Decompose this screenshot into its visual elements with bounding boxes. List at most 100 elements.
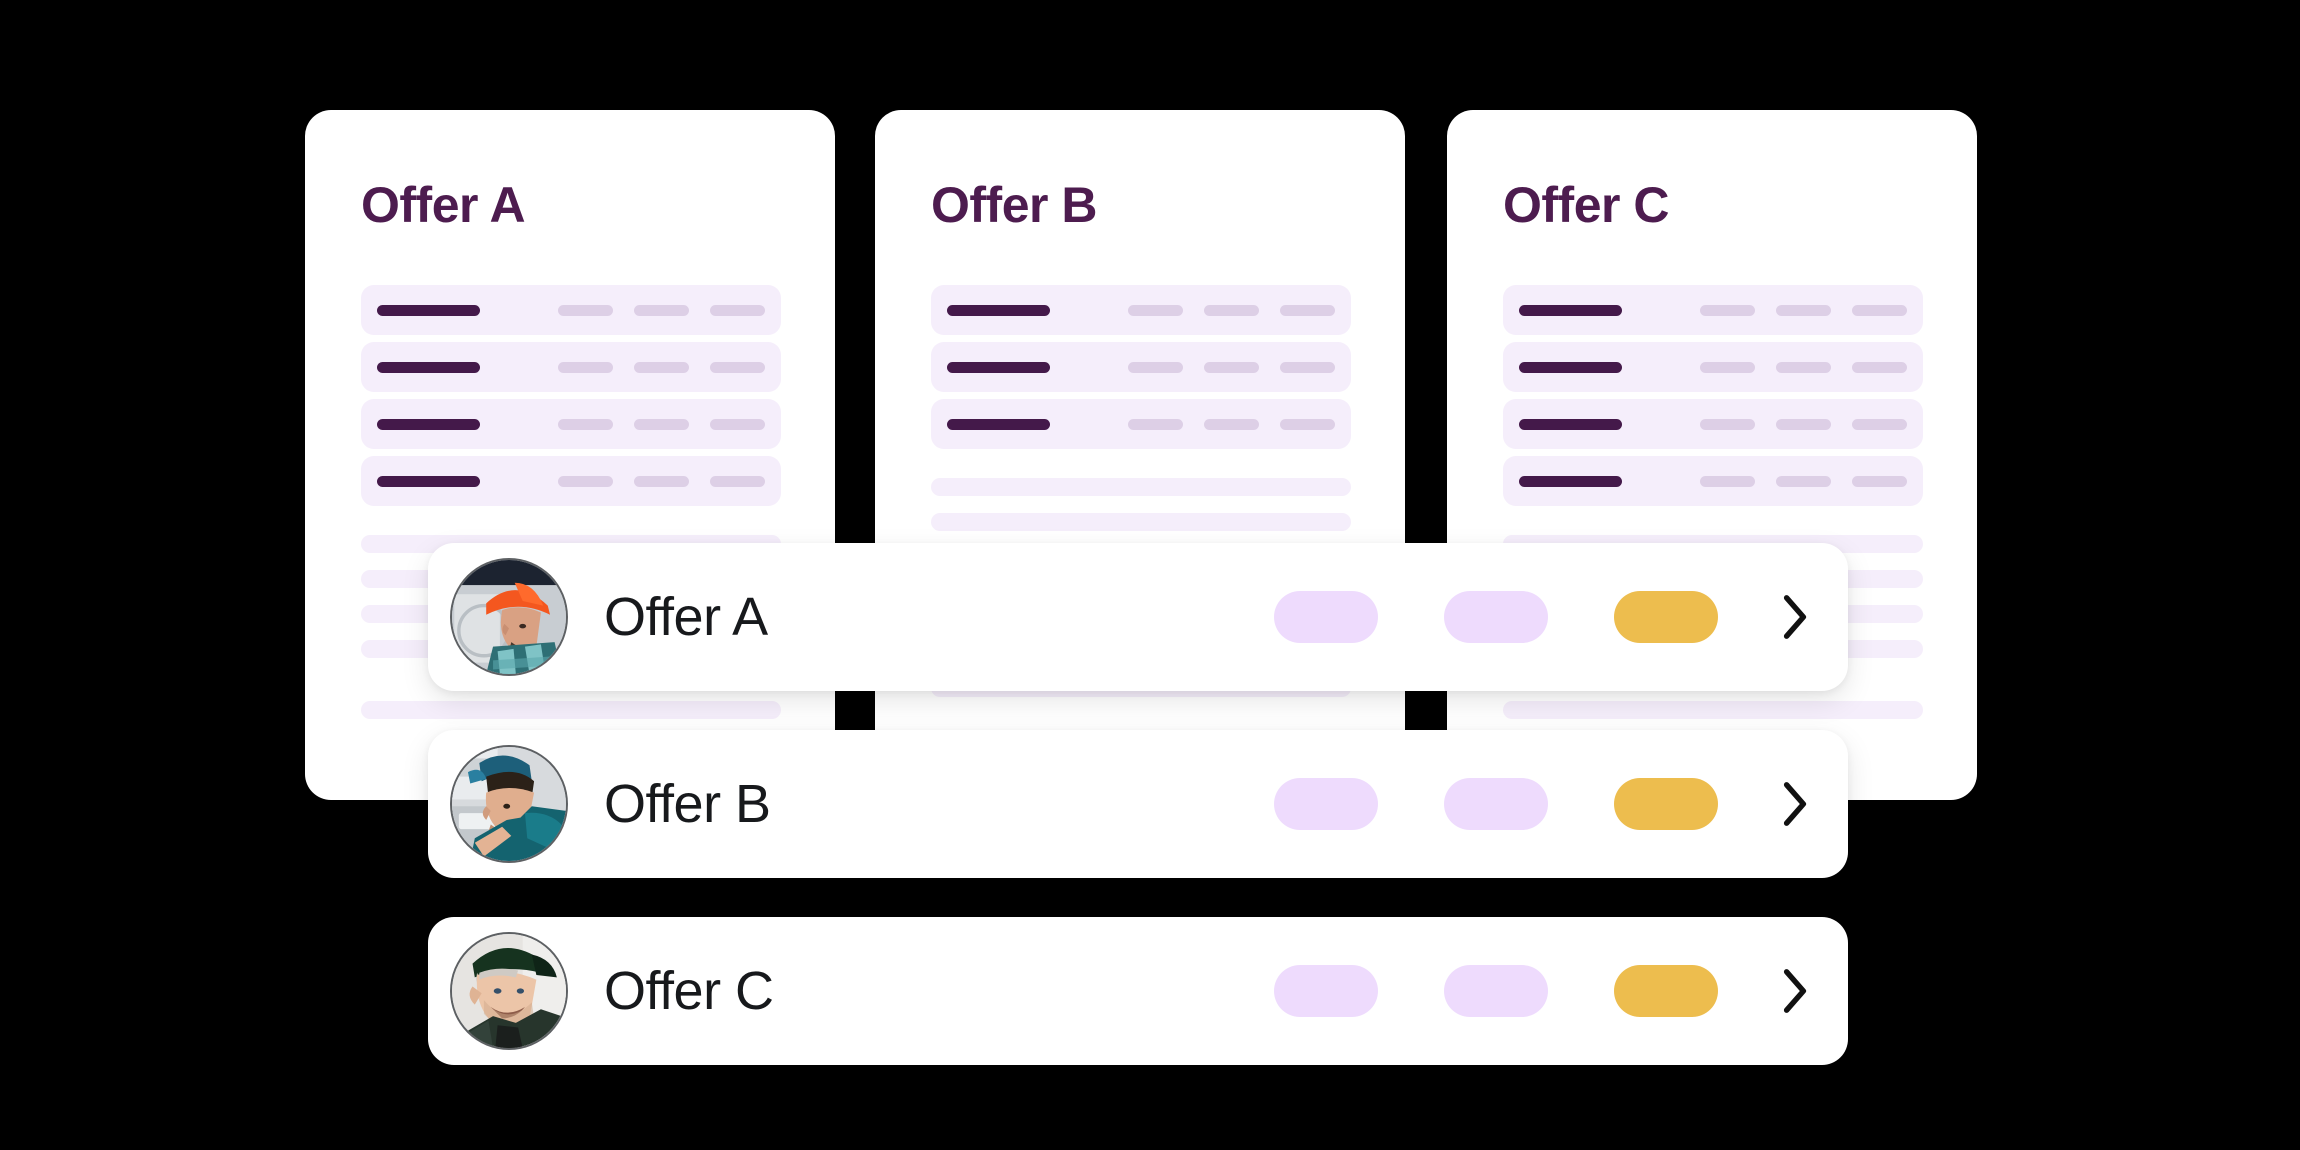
row-secondary-bars <box>1700 304 1907 316</box>
offer-list-item-c[interactable]: Offer C <box>428 917 1848 1065</box>
offer-card-a-title: Offer A <box>361 177 526 233</box>
offer-card-c-highlight-row <box>1503 456 1923 506</box>
status-pill[interactable] <box>1274 591 1378 643</box>
row-secondary-bar <box>558 418 613 430</box>
row-secondary-bar <box>1204 418 1259 430</box>
status-pill[interactable] <box>1444 965 1548 1017</box>
offer-card-b-highlight-row <box>931 399 1351 449</box>
offer-card-b-highlight-row <box>931 342 1351 392</box>
row-primary-bar <box>377 418 480 430</box>
row-primary-bar <box>1519 361 1622 373</box>
worker-orange-hardhat-avatar <box>450 558 568 676</box>
skeleton-bar <box>1503 701 1923 719</box>
offer-list-item-a-pills <box>1274 591 1718 643</box>
offer-list-item-a-label: Offer A <box>604 587 768 647</box>
row-secondary-bars <box>1700 475 1907 487</box>
row-secondary-bar <box>1700 304 1755 316</box>
row-primary-bar <box>1519 304 1622 316</box>
row-primary-bar <box>1519 418 1622 430</box>
row-primary-bar <box>1519 475 1622 487</box>
row-secondary-bar <box>1128 304 1183 316</box>
row-secondary-bar <box>710 361 765 373</box>
highlight-pill[interactable] <box>1614 965 1718 1017</box>
row-secondary-bar <box>1204 304 1259 316</box>
row-secondary-bar <box>1776 418 1831 430</box>
row-secondary-bar <box>1700 361 1755 373</box>
offer-card-b[interactable]: Offer B <box>875 110 1405 800</box>
skeleton-bar <box>931 513 1351 531</box>
row-primary-bar <box>377 361 480 373</box>
offer-card-a-highlight-row <box>361 456 781 506</box>
offer-card-b-title: Offer B <box>931 177 1097 233</box>
row-primary-bar <box>947 361 1050 373</box>
worker-blue-cap-avatar <box>450 745 568 863</box>
highlight-pill[interactable] <box>1614 778 1718 830</box>
row-secondary-bar <box>1776 361 1831 373</box>
offer-list-item-b[interactable]: Offer B <box>428 730 1848 878</box>
row-secondary-bars <box>1700 361 1907 373</box>
row-secondary-bar <box>1128 418 1183 430</box>
row-secondary-bars <box>558 418 765 430</box>
row-primary-bar <box>947 304 1050 316</box>
offer-card-b-highlight-row <box>931 285 1351 335</box>
offer-card-c-highlight-row <box>1503 342 1923 392</box>
row-secondary-bar <box>558 475 613 487</box>
offer-card-c-title: Offer C <box>1503 177 1669 233</box>
skeleton-bar <box>361 701 781 719</box>
highlight-pill[interactable] <box>1614 591 1718 643</box>
offer-card-a-highlight-row <box>361 342 781 392</box>
row-secondary-bar <box>1128 361 1183 373</box>
row-secondary-bar <box>1700 418 1755 430</box>
offer-card-b-rows <box>931 285 1351 456</box>
row-secondary-bar <box>1852 475 1907 487</box>
row-secondary-bar <box>1776 304 1831 316</box>
status-pill[interactable] <box>1444 778 1548 830</box>
row-secondary-bar <box>634 418 689 430</box>
offer-list-item-b-label: Offer B <box>604 774 771 834</box>
row-secondary-bars <box>1700 418 1907 430</box>
offer-list-item-b-pills <box>1274 778 1718 830</box>
row-primary-bar <box>377 475 480 487</box>
row-secondary-bar <box>710 475 765 487</box>
row-secondary-bar <box>634 304 689 316</box>
offer-card-c-rows <box>1503 285 1923 513</box>
offer-card-c-highlight-row <box>1503 399 1923 449</box>
row-secondary-bar <box>634 475 689 487</box>
row-secondary-bar <box>634 361 689 373</box>
row-secondary-bars <box>1128 304 1335 316</box>
chevron-right-icon[interactable] <box>1780 593 1810 641</box>
offer-list-item-c-label: Offer C <box>604 961 774 1021</box>
offer-card-a-highlight-row <box>361 285 781 335</box>
row-secondary-bar <box>1280 304 1335 316</box>
row-secondary-bar <box>1700 475 1755 487</box>
row-secondary-bar <box>1280 361 1335 373</box>
row-secondary-bar <box>1852 418 1907 430</box>
row-secondary-bars <box>1128 418 1335 430</box>
row-secondary-bars <box>1128 361 1335 373</box>
offer-card-a-highlight-row <box>361 399 781 449</box>
offer-card-c[interactable]: Offer C <box>1447 110 1977 800</box>
row-secondary-bar <box>558 361 613 373</box>
offer-card-a[interactable]: Offer A <box>305 110 835 800</box>
row-secondary-bars <box>558 361 765 373</box>
offer-list-item-a[interactable]: Offer A <box>428 543 1848 691</box>
row-secondary-bar <box>710 304 765 316</box>
row-secondary-bar <box>1852 361 1907 373</box>
status-pill[interactable] <box>1274 965 1378 1017</box>
chevron-right-icon[interactable] <box>1780 780 1810 828</box>
row-secondary-bar <box>1852 304 1907 316</box>
status-pill[interactable] <box>1274 778 1378 830</box>
row-secondary-bar <box>710 418 765 430</box>
chevron-right-icon[interactable] <box>1780 967 1810 1015</box>
status-pill[interactable] <box>1444 591 1548 643</box>
row-secondary-bar <box>1776 475 1831 487</box>
offer-card-c-highlight-row <box>1503 285 1923 335</box>
row-primary-bar <box>377 304 480 316</box>
row-secondary-bars <box>558 304 765 316</box>
row-secondary-bar <box>1280 418 1335 430</box>
row-secondary-bar <box>1204 361 1259 373</box>
skeleton-bar <box>931 478 1351 496</box>
row-secondary-bar <box>558 304 613 316</box>
row-secondary-bars <box>558 475 765 487</box>
